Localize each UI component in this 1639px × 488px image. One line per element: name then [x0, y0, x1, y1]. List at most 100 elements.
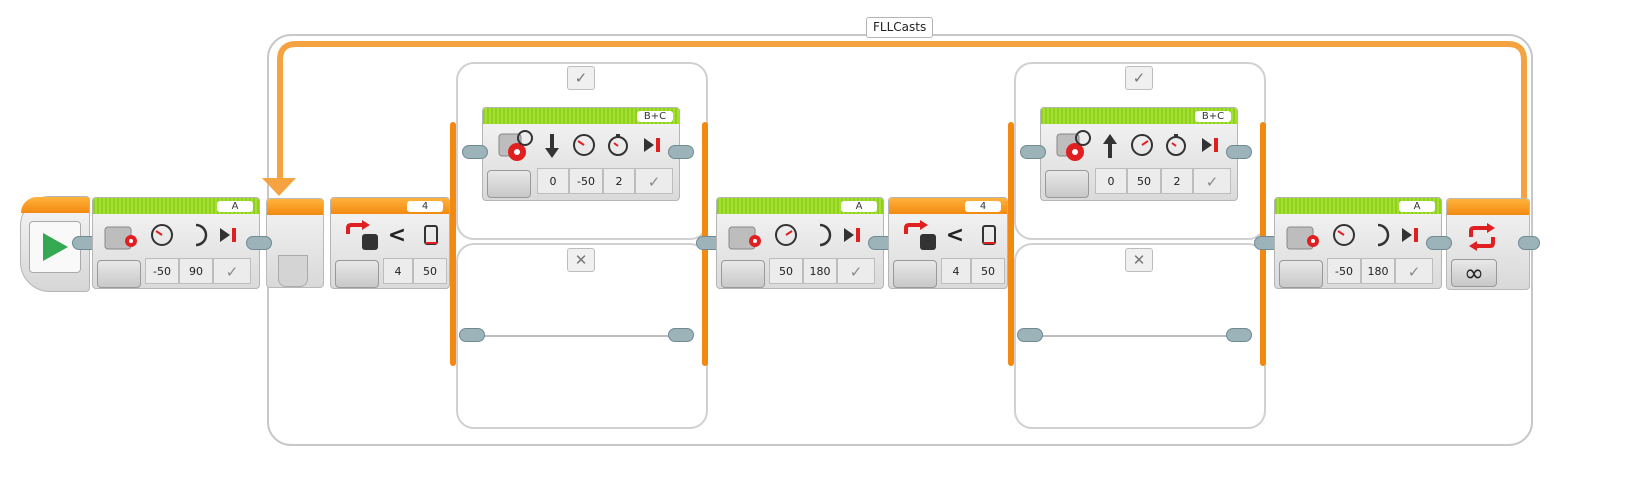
seconds-timer-icon: [1163, 132, 1189, 158]
port-label[interactable]: A: [841, 201, 877, 212]
move-steering-icon: [1053, 128, 1091, 164]
case-plug: [668, 328, 694, 342]
brake-icon: [1197, 132, 1223, 158]
case-plug: [1226, 145, 1252, 159]
block-header: [483, 108, 679, 124]
false-case-tab[interactable]: ✕: [567, 248, 595, 272]
false-case-tab[interactable]: ✕: [1125, 248, 1153, 272]
brake-icon: [215, 222, 241, 248]
power-gauge-icon: [1331, 222, 1357, 248]
brake-icon: [1397, 222, 1423, 248]
block-plug: [246, 236, 272, 250]
degrees-value[interactable]: 180: [803, 258, 837, 284]
brake-check[interactable]: ✓: [213, 258, 251, 284]
port-label[interactable]: A: [1399, 201, 1435, 212]
steering-mode-button[interactable]: [1045, 170, 1089, 198]
motor-mode-button[interactable]: [721, 260, 765, 288]
steering-value[interactable]: 0: [537, 168, 569, 194]
power-value[interactable]: -50: [1327, 258, 1361, 284]
true-case-tab[interactable]: ✓: [567, 66, 595, 90]
true-case-tab[interactable]: ✓: [1125, 66, 1153, 90]
degrees-value[interactable]: 90: [179, 258, 213, 284]
case-plug: [462, 145, 488, 159]
port-label[interactable]: A: [217, 201, 253, 212]
case-plug: [459, 328, 485, 342]
move-steering-block-1[interactable]: B+C 0 -50 2 ✓: [482, 107, 680, 201]
block-plug: [1426, 236, 1452, 250]
seconds-timer-icon: [605, 132, 631, 158]
port-label[interactable]: 4: [965, 201, 1001, 212]
brake-check[interactable]: ✓: [1395, 258, 1433, 284]
move-steering-icon: [495, 128, 533, 164]
loop-mode-button[interactable]: ∞: [1451, 259, 1497, 287]
steering-mode-button[interactable]: [487, 170, 531, 198]
block-header: [1041, 108, 1237, 124]
case-plug: [668, 145, 694, 159]
switch-ultrasonic-icon: [901, 220, 941, 254]
power-value[interactable]: 50: [769, 258, 803, 284]
loop-arrow-icon: [262, 178, 296, 196]
threshold-icon: [419, 222, 443, 248]
degrees-icon: [183, 222, 209, 248]
switch-left-bar: [1008, 122, 1014, 366]
loop-repeat-icon: [1461, 221, 1503, 253]
case-plug: [1020, 145, 1046, 159]
brake-check[interactable]: ✓: [837, 258, 875, 284]
degrees-value[interactable]: 180: [1361, 258, 1395, 284]
steering-value[interactable]: 0: [1095, 168, 1127, 194]
medium-motor-icon: [727, 220, 763, 254]
power-gauge-icon: [571, 132, 597, 158]
motor-mode-button[interactable]: [1279, 260, 1323, 288]
false-case-wire: [476, 335, 680, 337]
loop-end-header: [1447, 199, 1529, 215]
power-gauge-icon: [1129, 132, 1155, 158]
loop-name-label[interactable]: FLLCasts: [866, 17, 934, 38]
power-gauge-icon: [149, 222, 175, 248]
switch-block-1[interactable]: 4 < 4 50: [330, 197, 450, 289]
port-label[interactable]: B+C: [637, 111, 673, 122]
brake-check[interactable]: ✓: [1193, 168, 1231, 194]
port-label[interactable]: B+C: [1195, 111, 1231, 122]
power-value[interactable]: -50: [145, 258, 179, 284]
less-than-icon: <: [387, 222, 407, 248]
loop-sequence-tab[interactable]: [278, 255, 308, 287]
port-label[interactable]: 4: [407, 201, 443, 212]
degrees-icon: [1365, 222, 1391, 248]
less-than-icon: <: [945, 222, 965, 248]
steering-up-arrow-icon: [1099, 132, 1121, 160]
power-value[interactable]: -50: [569, 168, 603, 194]
switch-ultrasonic-icon: [343, 220, 383, 254]
threshold-value[interactable]: 50: [971, 258, 1005, 284]
motor-mode-button[interactable]: [97, 260, 141, 288]
brake-check[interactable]: ✓: [635, 168, 673, 194]
start-header: [21, 197, 89, 213]
switch-mode-button[interactable]: [893, 260, 937, 288]
loop-exit-plug: [1518, 236, 1540, 250]
case-plug: [1226, 328, 1252, 342]
loop-start-header: [267, 199, 323, 215]
medium-motor-block-2[interactable]: A 50 180 ✓: [716, 197, 884, 289]
false-case-wire: [1034, 335, 1238, 337]
medium-motor-icon: [1285, 220, 1321, 254]
port-value[interactable]: 4: [941, 258, 971, 284]
move-steering-block-2[interactable]: B+C 0 50 2 ✓: [1040, 107, 1238, 201]
seconds-value[interactable]: 2: [603, 168, 635, 194]
switch-left-bar: [450, 122, 456, 366]
steering-down-arrow-icon: [541, 132, 563, 160]
medium-motor-block-3[interactable]: A -50 180 ✓: [1274, 197, 1442, 289]
seconds-value[interactable]: 2: [1161, 168, 1193, 194]
brake-icon: [639, 132, 665, 158]
port-value[interactable]: 4: [383, 258, 413, 284]
case-plug: [1017, 328, 1043, 342]
switch-mode-button[interactable]: [335, 260, 379, 288]
switch-block-2[interactable]: 4 < 4 50: [888, 197, 1008, 289]
power-value[interactable]: 50: [1127, 168, 1161, 194]
medium-motor-icon: [103, 220, 139, 254]
threshold-icon: [977, 222, 1001, 248]
threshold-value[interactable]: 50: [413, 258, 447, 284]
degrees-icon: [807, 222, 833, 248]
power-gauge-icon: [773, 222, 799, 248]
medium-motor-block-1[interactable]: A -50 90 ✓: [92, 197, 260, 289]
